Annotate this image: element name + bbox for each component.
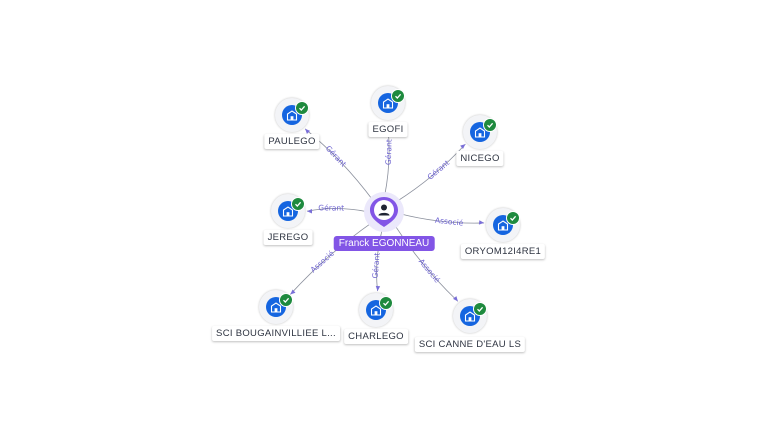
edge-charlego: Gérant xyxy=(371,227,384,292)
edge-arrow xyxy=(305,128,311,134)
company-name[interactable]: PAULEGO xyxy=(264,134,320,149)
edge-jerego: Gérant xyxy=(306,203,369,214)
company-name[interactable]: CHARLEGO xyxy=(344,329,408,344)
verified-check-icon xyxy=(391,89,405,103)
company-name[interactable]: NICEGO xyxy=(456,151,504,166)
company-name[interactable]: JEREGO xyxy=(263,230,313,245)
edge-label: Associé xyxy=(435,216,465,228)
edge-line xyxy=(396,143,466,203)
verified-check-icon xyxy=(483,118,497,132)
edge-label: Gérant xyxy=(426,158,452,181)
edge-arrow xyxy=(306,209,313,214)
edge-arrow xyxy=(478,220,485,225)
person-name[interactable]: Franck EGONNEAU xyxy=(333,236,435,251)
company-name[interactable]: ORYOM12I4RE1 xyxy=(460,244,546,259)
edge-label: Gérant xyxy=(318,203,344,212)
edge-oryom: Associé xyxy=(399,213,485,228)
verified-check-icon xyxy=(379,296,393,310)
edge-arrow xyxy=(460,144,466,150)
company-name[interactable]: EGOFI xyxy=(368,122,408,137)
edge-line xyxy=(376,227,384,292)
edge-line xyxy=(289,222,373,295)
verified-check-icon xyxy=(506,211,520,225)
edge-arrow xyxy=(290,289,296,295)
edge-nicego: Gérant xyxy=(396,143,466,203)
edge-line xyxy=(306,208,369,213)
company-name[interactable]: SCI BOUGAINVILLIEE L... xyxy=(212,326,340,341)
edge-label: Gérant xyxy=(384,139,394,165)
verified-check-icon xyxy=(291,197,305,211)
edge-line xyxy=(393,224,459,302)
verified-check-icon xyxy=(473,302,487,316)
edge-label: Gérant xyxy=(371,252,382,279)
verified-check-icon xyxy=(295,101,309,115)
edge-label: Associé xyxy=(309,249,337,275)
edge-label: Associé xyxy=(417,257,442,285)
edge-arrow xyxy=(453,296,458,302)
company-name[interactable]: SCI CANNE D'EAU LS xyxy=(414,337,526,352)
person-icon xyxy=(370,197,398,227)
edge-arrow xyxy=(375,285,381,292)
verified-check-icon xyxy=(279,293,293,307)
edge-label: Gérant xyxy=(324,144,348,169)
edge-line xyxy=(399,213,485,224)
